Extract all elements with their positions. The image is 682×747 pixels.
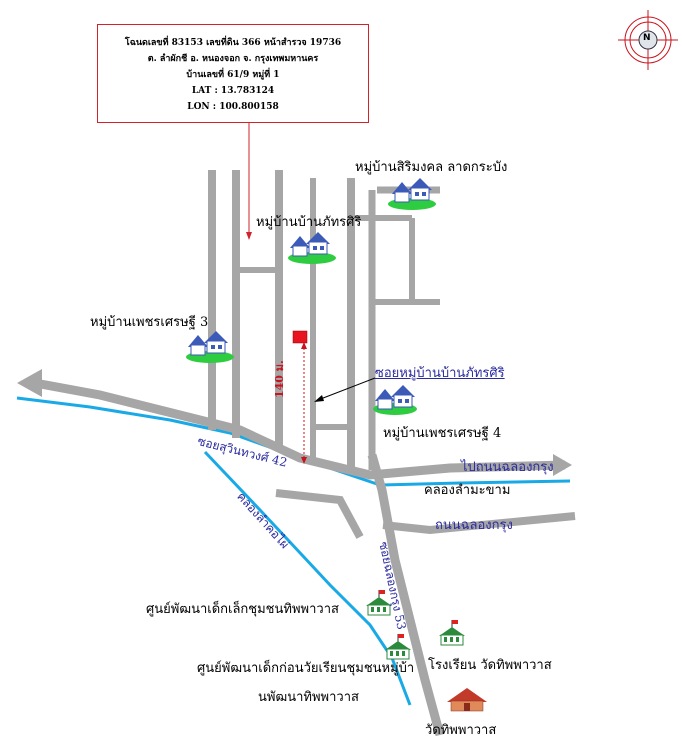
road-arrow-right <box>553 454 572 476</box>
compass-icon <box>618 10 678 70</box>
road-chalong-krung-53 <box>367 453 445 737</box>
soi-pointer-arrow <box>314 395 324 402</box>
road-thanon-chalong-krung <box>382 512 576 535</box>
soi-pointer-line <box>317 377 376 401</box>
label-center-preschool-2: นพัฒนาทิพพาวาส <box>258 690 359 705</box>
school-icon <box>366 590 392 616</box>
distance-arrow-top <box>301 342 307 349</box>
label-distance: 140 ม. <box>273 360 286 398</box>
road-arrow-left <box>17 369 42 397</box>
distance-arrow-bottom <box>301 457 307 464</box>
label-temple: วัดทิพพาวาส <box>425 723 497 738</box>
label-village-sirimongkol: หมู่บ้านสิริมงคล ลาดกระบัง <box>355 160 508 175</box>
road-khlong-lam-makham-left <box>275 489 364 539</box>
school-icon <box>385 634 411 660</box>
label-village-phet3: หมู่บ้านเพชรเศรษฐี 3 <box>90 315 209 330</box>
road-soi-suwinthawong <box>34 378 566 480</box>
label-soi-phatsiri: ซอยหมู่บ้านบ้านภัทรศิริ <box>375 366 505 381</box>
location-marker-icon <box>292 330 308 344</box>
house-icon <box>373 385 417 415</box>
label-to-khlong-krung: ไปถนนฉลองกรุง <box>461 460 554 475</box>
label-thanon-chalong-krung: ถนนฉลองกรุง <box>435 518 513 533</box>
latitude-line: LAT : 13.783124 <box>191 86 275 96</box>
school-icon <box>439 620 465 646</box>
label-school: โรงเรียน วัดทิพพาวาส <box>428 658 552 673</box>
canal-lam-khopai <box>203 450 412 706</box>
label-village-phet4: หมู่บ้านเพชรเศรษฐี 4 <box>383 426 502 441</box>
label-center-preschool-1: ศูนย์พัฒนาเด็กก่อนวัยเรียนชุมชนหมู่บ้า <box>197 661 415 676</box>
longitude-line: LON : 100.800158 <box>187 102 279 112</box>
compass-north-label: N <box>643 33 651 43</box>
house-icon <box>388 178 436 210</box>
address-line: บ้านเลขที่ 61/9 หมู่ที่ 1 <box>186 70 280 80</box>
label-center-child: ศูนย์พัฒนาเด็กเล็กชุมชนทิพพาวาส <box>146 602 339 617</box>
label-khlong-lam-makham: คลองลำมะขาม <box>424 483 511 498</box>
temple-icon <box>447 688 487 712</box>
label-village-phatsiri: หมู่บ้านบ้านภัทรศิริ <box>256 215 362 230</box>
info-pointer-arrow <box>246 232 252 240</box>
land-info-box: โฉนดเลขที่ 83153 เลขที่ดิน 366 หน้าสำรวจ… <box>97 24 369 123</box>
house-icon <box>186 331 234 363</box>
location-line: ต. ลำผักชี อ. หนองจอก จ. กรุงเทพมหานคร <box>147 54 319 64</box>
house-icon <box>288 232 336 264</box>
deed-line: โฉนดเลขที่ 83153 เลขที่ดิน 366 หน้าสำรวจ… <box>124 38 342 48</box>
